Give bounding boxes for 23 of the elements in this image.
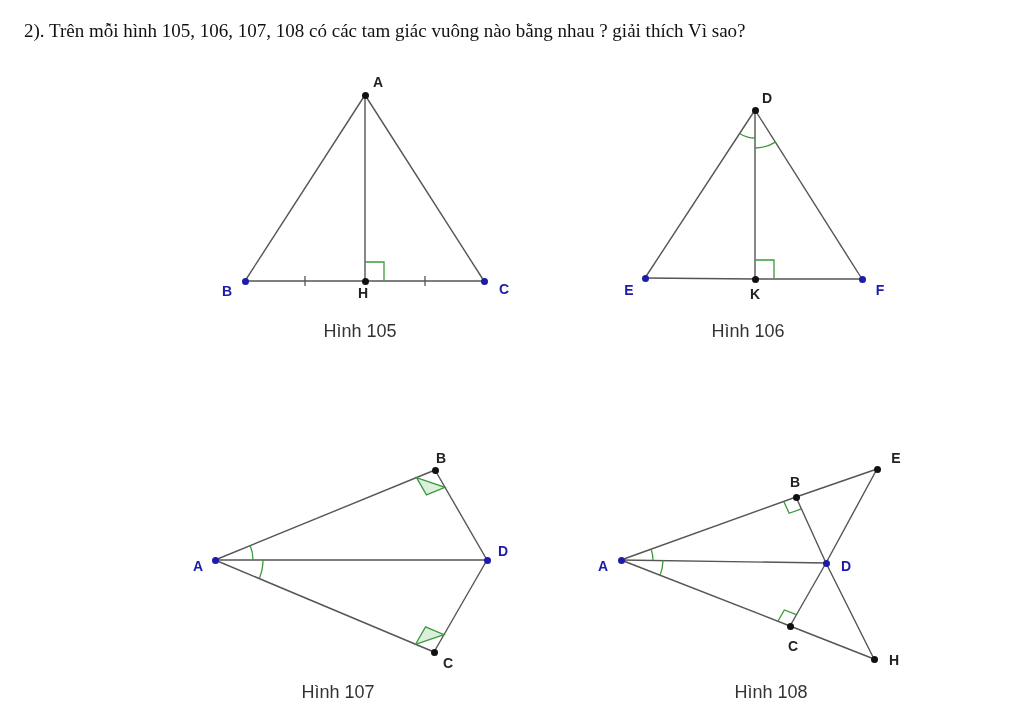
figure-caption: Hình 105 [323,321,397,342]
point-label: E [623,283,635,297]
point-label: H [357,286,369,300]
figure-caption: Hình 107 [301,682,375,703]
point-label: F [874,283,886,297]
point-label: E [890,451,902,465]
figure-caption: Hình 106 [711,321,785,342]
point-label: A [597,559,609,573]
point-label: B [221,284,233,298]
figure-caption: Hình 108 [734,682,808,703]
point-label: C [787,639,799,653]
question-text: 2). Trên mỗi hình 105, 106, 107, 108 có các tam giác vuông nào bằng nhau ? giải thích Vì sao? [24,20,746,42]
point-label: C [498,282,510,296]
point-label: B [789,475,801,489]
point-label: A [372,75,384,89]
point-label: D [497,544,509,558]
point-label: H [888,653,900,667]
point-label: B [435,451,447,465]
point-label: C [442,656,454,670]
point-label: D [761,91,773,105]
point-label: K [749,287,761,301]
point-label: A [192,559,204,573]
point-label: D [840,559,852,573]
